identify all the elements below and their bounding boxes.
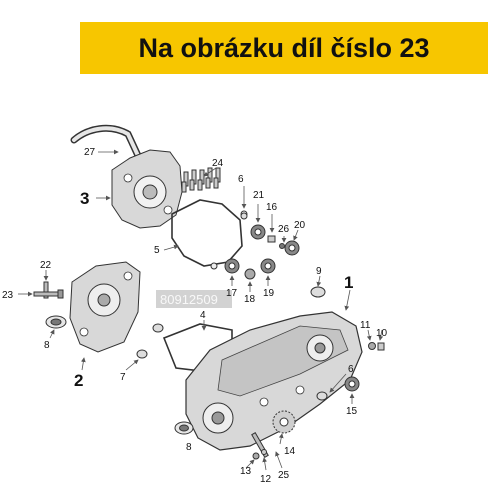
label-25: 25 bbox=[278, 470, 290, 481]
label-21: 21 bbox=[253, 190, 265, 201]
small-parts-12-13 bbox=[252, 449, 267, 460]
dowel-6-lower bbox=[316, 391, 328, 401]
plug-part-9 bbox=[310, 286, 326, 298]
label-19: 19 bbox=[263, 288, 275, 299]
label-3: 3 bbox=[80, 189, 89, 208]
label-11: 11 bbox=[360, 320, 371, 331]
label-27: 27 bbox=[84, 147, 96, 158]
label-14: 14 bbox=[284, 446, 296, 457]
label-26: 26 bbox=[278, 224, 290, 235]
label-2: 2 bbox=[74, 371, 83, 390]
label-12: 12 bbox=[260, 474, 272, 485]
label-18: 18 bbox=[244, 294, 256, 305]
gear-part-14 bbox=[272, 410, 296, 434]
crankcase-half-part-2 bbox=[69, 261, 141, 353]
label-9: 9 bbox=[316, 266, 322, 277]
label-6b: 6 bbox=[348, 364, 354, 375]
label-7: 7 bbox=[120, 372, 126, 383]
label-13: 13 bbox=[240, 466, 252, 477]
gasket-part-5 bbox=[171, 199, 243, 267]
label-23: 23 bbox=[2, 290, 14, 301]
label-6: 6 bbox=[238, 174, 244, 185]
label-16: 16 bbox=[266, 202, 278, 213]
main-crankcase-part-1 bbox=[185, 311, 363, 451]
label-15: 15 bbox=[346, 406, 358, 417]
banner-title: Na obrázku díl číslo 23 bbox=[138, 32, 430, 63]
label-8b: 8 bbox=[186, 442, 192, 453]
crankcase-cover-part-3 bbox=[111, 149, 183, 229]
label-1: 1 bbox=[344, 273, 353, 292]
stud-22 bbox=[43, 281, 49, 299]
dowel-pins-7 bbox=[136, 323, 164, 359]
label-17: 17 bbox=[226, 288, 238, 299]
bushing-part-8 bbox=[45, 315, 67, 329]
seal-15 bbox=[344, 376, 360, 392]
fitting-10-11 bbox=[368, 342, 385, 351]
leader-lines bbox=[18, 149, 384, 471]
title-banner: Na obrázku díl číslo 23 bbox=[80, 22, 488, 74]
label-24: 24 bbox=[212, 158, 224, 169]
label-10: 10 bbox=[376, 328, 388, 339]
label-22: 22 bbox=[40, 260, 52, 271]
watermark-text: 80912509 bbox=[160, 292, 218, 307]
label-20: 20 bbox=[294, 220, 306, 231]
bearing-set bbox=[224, 224, 300, 280]
label-5: 5 bbox=[154, 245, 160, 256]
label-8: 8 bbox=[44, 340, 50, 351]
bolt-set-24 bbox=[181, 167, 221, 193]
bolt-23 bbox=[33, 289, 64, 299]
dowel-6-upper bbox=[240, 212, 248, 220]
label-4: 4 bbox=[200, 310, 206, 321]
bushing-part-8-lower bbox=[174, 421, 194, 435]
